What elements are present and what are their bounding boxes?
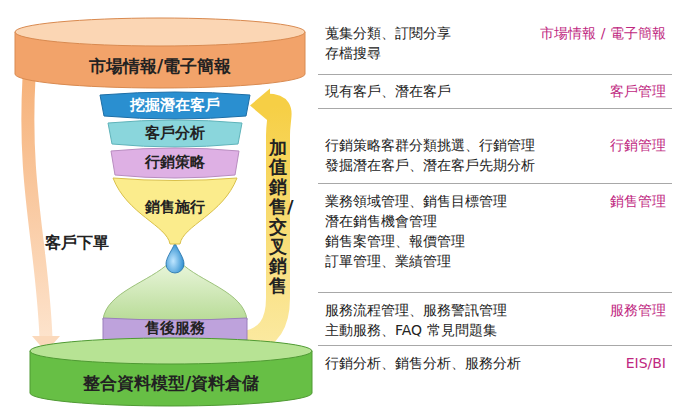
- stage-label: 售後服務: [145, 319, 205, 337]
- feature-text: 服務流程管理、服務警訊管理: [325, 301, 507, 319]
- stage-label: 銷售施行: [145, 198, 205, 216]
- flow-arrow: [28, 78, 60, 352]
- stage-label: 客戶分析: [145, 124, 205, 142]
- separator-line: [318, 108, 672, 109]
- category-label: EIS/BI: [626, 354, 666, 372]
- stage-label: 行銷策略: [145, 153, 205, 171]
- hourglass-stage: 挖掘潛在客戶: [100, 92, 250, 119]
- feature-text: 銷售案管理、報價管理: [325, 232, 465, 250]
- band-shape: [100, 92, 250, 119]
- arrow-head: [250, 89, 270, 123]
- separator-line: [318, 183, 672, 184]
- feature-text: 行銷策略客群分類挑選、行銷管理: [325, 136, 535, 154]
- funnel-shape: [113, 178, 237, 244]
- stage-label: 挖掘潛在客戶: [130, 96, 220, 114]
- band-shape: [108, 120, 242, 147]
- feature-text: 行銷分析、銷售分析、服務分析: [325, 354, 521, 372]
- edge-label: 客戶下單: [45, 233, 109, 254]
- category-label: 行銷管理: [610, 136, 666, 154]
- separator-line: [318, 74, 672, 75]
- hourglass-stage: 行銷策略: [111, 148, 239, 178]
- category-label: 銷售管理: [610, 192, 666, 210]
- feature-text: 業務領域管理、銷售目標管理: [325, 192, 507, 210]
- stage-label: 市場情報/電子簡報: [89, 56, 231, 76]
- separator-lines: [318, 75, 672, 346]
- category-label: 客戶管理: [610, 82, 666, 100]
- band-shape: [111, 148, 239, 178]
- hourglass-stage: 客戶分析: [108, 120, 242, 147]
- edge-label: 加值銷售/交叉銷售: [269, 138, 287, 296]
- feature-text: 蒐集分類、訂閱分享: [325, 24, 451, 42]
- stage-outline: [30, 338, 312, 406]
- feature-text: 潛在銷售機會管理: [325, 212, 437, 230]
- stage-label: 整合資料模型/資料倉儲: [83, 373, 259, 393]
- category-label: 市場情報 / 電子簡報: [540, 24, 666, 42]
- separator-line: [318, 292, 672, 293]
- feature-text: 主動服務、FAQ 常見問題集: [325, 321, 497, 339]
- water-drop: [166, 243, 184, 273]
- feature-text: 訂單管理、業績管理: [325, 252, 451, 270]
- hourglass-stage: 市場情報/電子簡報: [15, 18, 305, 88]
- hourglass-stage: 整合資料模型/資料倉儲: [30, 338, 312, 406]
- feature-text: 存檔搜尋: [325, 44, 381, 62]
- separator-line: [318, 345, 672, 346]
- stage-outline: [15, 18, 305, 88]
- feature-text: 現有客戶、潛在客戶: [325, 82, 451, 100]
- feature-text: 發掘潛在客戶、潛在客戶先期分析: [325, 156, 535, 174]
- disc-top: [30, 338, 312, 364]
- disc-top: [15, 18, 305, 46]
- category-label: 服務管理: [610, 301, 666, 319]
- hourglass-stage: 銷售施行: [113, 178, 237, 244]
- arrow-shaft: [28, 78, 46, 338]
